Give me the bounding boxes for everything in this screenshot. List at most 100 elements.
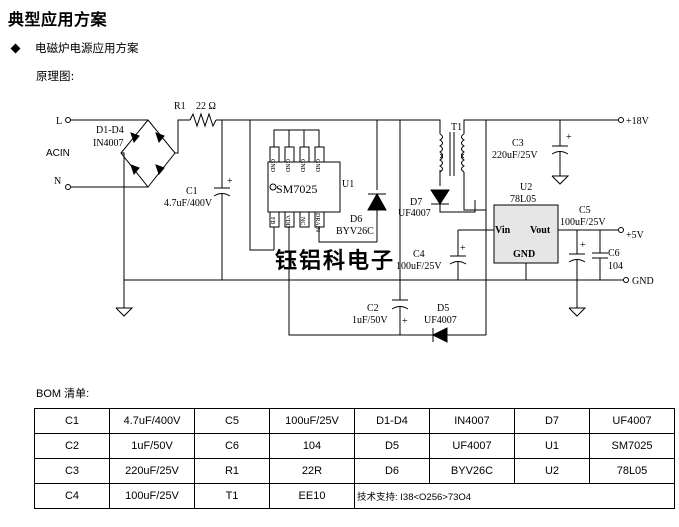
rail-to-t1 xyxy=(400,119,441,134)
table-cell: 4.7uF/400V xyxy=(109,408,195,434)
bridge-pos-wire xyxy=(175,119,190,154)
tech-support-note: 技术支持: I38<O256>73O4 xyxy=(354,483,675,509)
section-bullet: 电磁炉电源应用方案 xyxy=(10,40,139,56)
d5-value: UF4007 xyxy=(424,315,457,326)
bom-table: C1 4.7uF/400V C5 100uF/25V D1-D4 IN4007 … xyxy=(34,408,675,509)
table-cell: 1uF/50V xyxy=(109,433,195,459)
d5-ref: D5 xyxy=(437,303,449,314)
table-cell: C4 xyxy=(34,483,110,509)
table-cell: IN4007 xyxy=(429,408,515,434)
d1d4-ref: D1-D4 xyxy=(96,125,124,136)
t1-ref: T1 xyxy=(451,122,462,133)
v18-terminal-icon xyxy=(618,117,624,123)
c1-plate-bottom xyxy=(213,193,231,197)
ground-left-icon xyxy=(115,307,134,317)
c3-plus: + xyxy=(566,132,572,143)
c4-value: 100uF/25V xyxy=(396,261,442,272)
table-cell: T1 xyxy=(194,483,270,509)
ground-right-icon xyxy=(568,307,587,317)
n-terminal-icon xyxy=(65,184,71,190)
t1-sec-bottom xyxy=(463,172,486,211)
t1-sec-top xyxy=(463,119,618,134)
u2-part: 78L05 xyxy=(510,194,536,205)
bom-label: BOM 清单: xyxy=(36,388,90,400)
n-label: N xyxy=(54,176,61,187)
c1-plus: + xyxy=(227,176,233,187)
d6-ref: D6 xyxy=(350,214,362,225)
t1-transformer-icon xyxy=(439,132,465,176)
c4-plate-bottom xyxy=(449,261,467,265)
d6-value: BYV26C xyxy=(336,226,374,237)
u2-vin: Vin xyxy=(495,225,511,236)
d7-wire xyxy=(439,200,476,213)
d6-diode-icon xyxy=(367,192,387,211)
u1-vdd-wire xyxy=(288,227,430,336)
c2-value: 1uF/50V xyxy=(352,315,388,326)
table-cell: U2 xyxy=(514,458,590,484)
schematic-diagram: 钰铝科电子 L N ACIN D1-D4 IN4007 R1 22 Ω + C1… xyxy=(46,101,654,343)
d7-value: UF4007 xyxy=(398,208,431,219)
v18-label: +18V xyxy=(626,116,650,127)
u1-pin8-name: GND xyxy=(269,159,275,173)
table-cell: C3 xyxy=(34,458,110,484)
table-cell: EE10 xyxy=(269,483,355,509)
table-cell: C1 xyxy=(34,408,110,434)
c3-ref: C3 xyxy=(512,138,524,149)
ground-c3-icon xyxy=(551,175,570,185)
gnd-label: GND xyxy=(632,276,654,287)
table-cell: SM7025 xyxy=(589,433,675,459)
u1-pin3-name: NC xyxy=(299,217,305,225)
table-cell: 100uF/25V xyxy=(269,408,355,434)
u2-regulator xyxy=(493,204,559,264)
c2-plus: + xyxy=(402,316,408,327)
table-cell: 100uF/25V xyxy=(109,483,195,509)
d7-ref: D7 xyxy=(410,197,422,208)
u1-pin2-name: VDD xyxy=(284,215,290,229)
page-title: 典型应用方案 xyxy=(8,10,108,29)
c6-ref: C6 xyxy=(608,248,620,259)
table-cell: 220uF/25V xyxy=(109,458,195,484)
acin-label: ACIN xyxy=(46,148,70,159)
r1-value: 22 Ω xyxy=(196,101,216,112)
u1-pin1-name: FB xyxy=(269,217,275,224)
c3-plate-bottom xyxy=(551,151,569,155)
table-cell: 104 xyxy=(269,433,355,459)
table-cell: C2 xyxy=(34,433,110,459)
u1-pin7-name: GND xyxy=(284,159,290,173)
d1d4-value: IN4007 xyxy=(93,138,124,149)
l-terminal-icon xyxy=(65,117,71,123)
c5-plus: + xyxy=(580,240,586,251)
u1-pin5-name: GND xyxy=(314,159,320,173)
u1-part: SM7025 xyxy=(276,182,317,196)
diamond-bullet-icon xyxy=(10,43,21,53)
u2-gnd: GND xyxy=(513,249,535,260)
c6-value: 104 xyxy=(608,261,623,272)
table-cell: D5 xyxy=(354,433,430,459)
d5-diode-icon xyxy=(431,327,448,343)
table-cell: D7 xyxy=(514,408,590,434)
table-cell: C5 xyxy=(194,408,270,434)
u1-pin1-notch-icon xyxy=(269,183,277,191)
v5-terminal-icon xyxy=(618,227,624,233)
u1-pin6-name: GND xyxy=(299,159,305,173)
v5-label: +5V xyxy=(626,230,645,241)
table-cell: U1 xyxy=(514,433,590,459)
r1-ref: R1 xyxy=(174,101,186,112)
u1-ref: U1 xyxy=(342,179,354,190)
c4-plus: + xyxy=(460,243,466,254)
u1-drain-wire xyxy=(318,227,377,243)
d7-diode-icon xyxy=(430,189,450,205)
table-cell: C6 xyxy=(194,433,270,459)
c4-ref: C4 xyxy=(413,249,425,260)
schematic-heading: 原理图: xyxy=(36,69,75,83)
bridge-rectifier xyxy=(120,119,176,188)
table-row: C4 100uF/25V T1 EE10 技术支持: I38<O256>73O4 xyxy=(34,483,675,509)
bridge-neg-wire xyxy=(121,152,125,280)
section-bullet-text: 电磁炉电源应用方案 xyxy=(35,41,139,55)
table-cell: D1-D4 xyxy=(354,408,430,434)
table-cell: UF4007 xyxy=(589,408,675,434)
u1-top-pins xyxy=(269,129,325,163)
watermark-text: 钰铝科电子 xyxy=(275,248,395,273)
table-cell: 78L05 xyxy=(589,458,675,484)
u2-vout: Vout xyxy=(530,225,551,236)
